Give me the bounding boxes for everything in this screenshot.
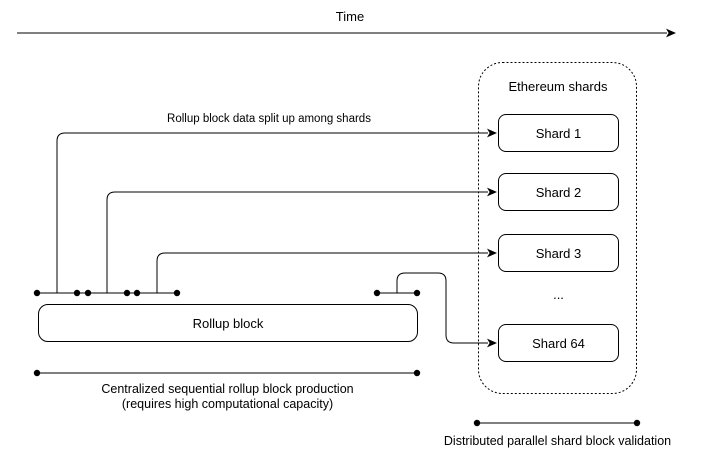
arrowhead-icon — [666, 28, 676, 38]
production-interval-line-right — [373, 289, 421, 297]
shard-64-box: Shard 64 — [498, 324, 619, 362]
connector-shard-64 — [396, 272, 497, 348]
interval-dot — [413, 289, 421, 297]
shard-1-box: Shard 1 — [498, 114, 619, 152]
measure-dot — [473, 419, 481, 427]
measure-dot — [413, 369, 421, 377]
interval-dot — [33, 289, 41, 297]
rollup-block-box: Rollup block — [38, 304, 418, 342]
shard-2-box: Shard 2 — [498, 173, 619, 211]
arrowhead-icon — [487, 248, 497, 258]
centralized-caption-line-2: (requires high computational capacity) — [121, 397, 334, 411]
interval-dot — [73, 289, 81, 297]
interval-dot — [173, 289, 181, 297]
time-axis-label: Time — [335, 9, 365, 24]
interval-dot — [84, 289, 92, 297]
shard-3-box: Shard 3 — [498, 234, 619, 272]
ethereum-shards-container-outline — [478, 62, 637, 394]
connector-shard-2 — [106, 187, 497, 293]
rollup-block-label: Rollup block — [192, 315, 264, 331]
production-interval-line-left — [33, 289, 181, 297]
centralized-caption-line-1: Centralized sequential rollup block prod… — [101, 382, 354, 396]
arrowhead-icon — [487, 128, 497, 138]
distributed-measure-line — [473, 419, 641, 427]
distributed-caption: Distributed parallel shard block validat… — [443, 434, 672, 448]
interval-dot — [133, 289, 141, 297]
arrowhead-icon — [487, 338, 497, 348]
shard-64-label: Shard 64 — [532, 335, 585, 351]
time-axis-arrow — [17, 28, 676, 38]
shard-ellipsis: ... — [553, 287, 564, 302]
measure-dot — [33, 369, 41, 377]
split-annotation-label: Rollup block data split up among shards — [167, 113, 371, 125]
connector-shard-3 — [156, 248, 497, 293]
arrowhead-icon — [487, 187, 497, 197]
measure-dot — [633, 419, 641, 427]
shard-3-label: Shard 3 — [535, 245, 582, 261]
centralized-measure-line — [33, 369, 421, 377]
ethereum-shards-title: Ethereum shards — [508, 79, 608, 94]
shard-2-label: Shard 2 — [535, 184, 582, 200]
interval-dot — [373, 289, 381, 297]
interval-dot — [123, 289, 131, 297]
shard-1-label: Shard 1 — [535, 125, 582, 141]
centralized-caption: Centralized sequential rollup block prod… — [77, 382, 378, 412]
connector-shard-1 — [56, 128, 497, 293]
